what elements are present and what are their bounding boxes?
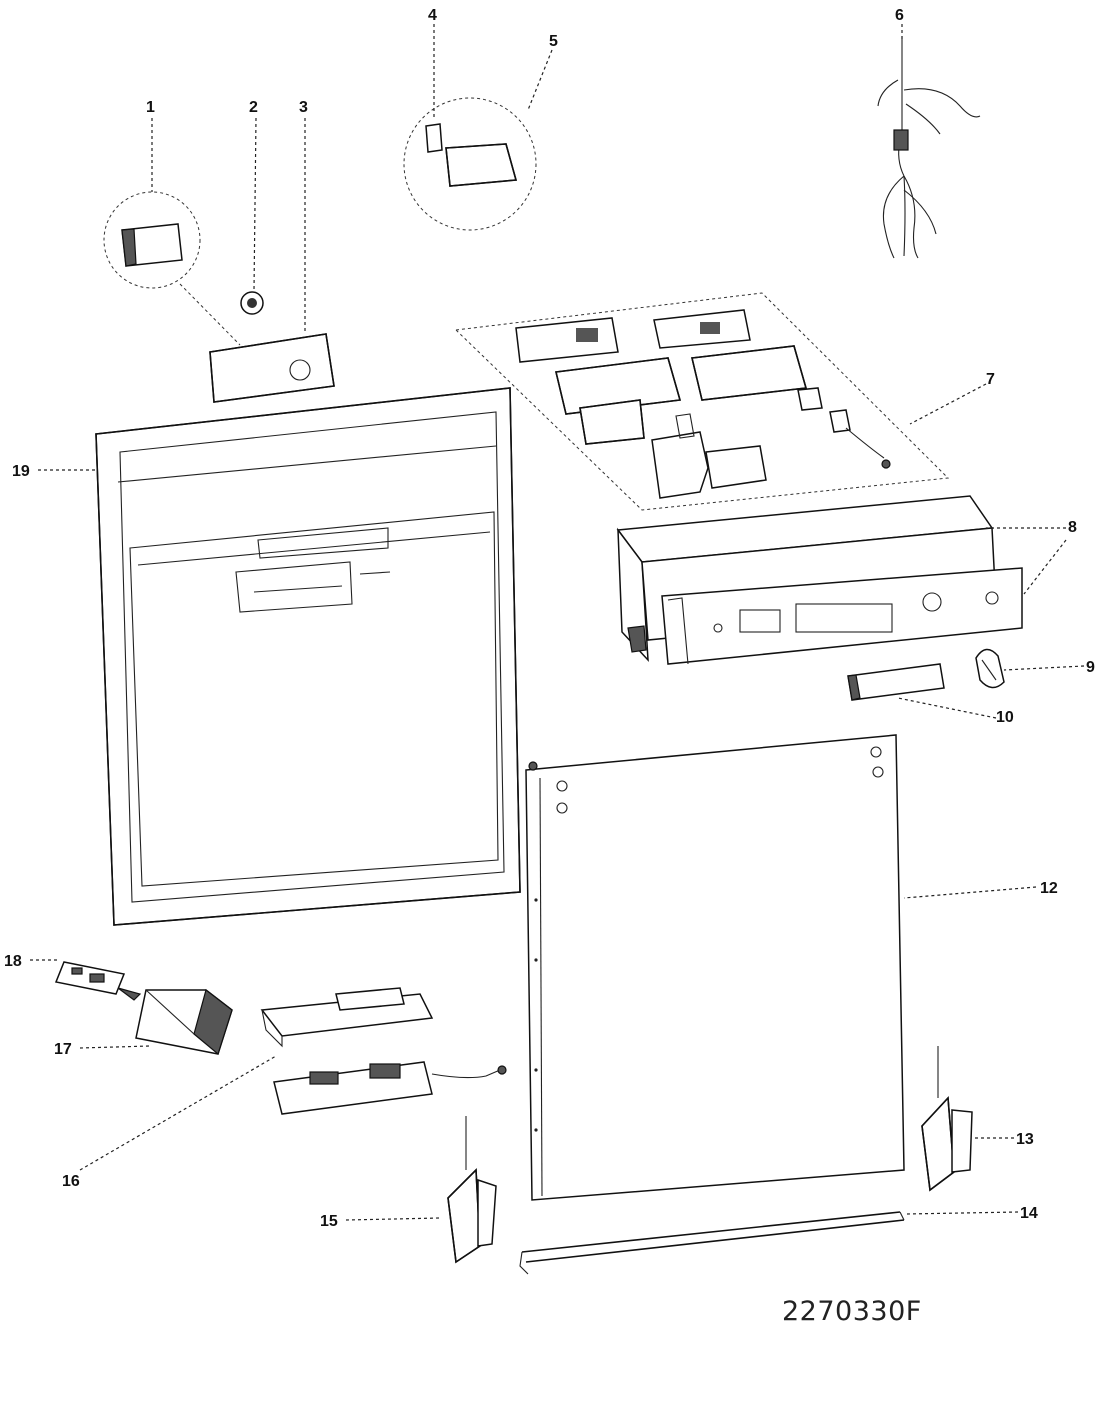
callout-17: 17 [54, 1041, 72, 1058]
callout-12: 12 [1040, 880, 1058, 897]
electronic-card [273, 1061, 507, 1115]
callout-5: 5 [549, 33, 558, 50]
callout-18: 18 [4, 953, 22, 970]
callout-13: 13 [1016, 1131, 1034, 1148]
ring-nut [240, 291, 264, 315]
leader-lines [30, 24, 1085, 1221]
right-hinge [921, 1046, 973, 1192]
drawing-code: 2270330F [782, 1296, 922, 1327]
callout-16: 16 [62, 1173, 80, 1190]
callout-8: 8 [1068, 519, 1077, 536]
knob [975, 648, 1005, 689]
control-board-assembly [454, 292, 950, 511]
callout-10: 10 [996, 709, 1014, 726]
callout-6: 6 [895, 7, 904, 24]
callout-14: 14 [1020, 1205, 1038, 1222]
outer-door-panel [525, 734, 905, 1201]
callout-4: 4 [428, 7, 437, 24]
door-switch-block [209, 333, 335, 403]
dispenser-cover [260, 987, 434, 1048]
latch-detail-circle [403, 97, 537, 231]
callout-15: 15 [320, 1213, 338, 1230]
callout-9: 9 [1086, 659, 1095, 676]
callout-3: 3 [299, 99, 308, 116]
control-panel [616, 495, 1023, 665]
left-hinge [447, 1116, 497, 1264]
callout-2: 2 [249, 99, 258, 116]
dispenser-label [54, 961, 142, 1001]
switch-detail-circle [103, 191, 241, 346]
button-strip [847, 663, 945, 701]
callout-7: 7 [986, 371, 995, 388]
callout-labels: 1 2 3 4 5 6 7 8 9 10 12 13 14 15 16 17 1… [4, 7, 1095, 1230]
callout-19: 19 [12, 463, 30, 480]
inner-door-panel [95, 387, 521, 926]
dispenser-body [135, 988, 233, 1056]
door-rod [519, 1211, 905, 1275]
callout-1: 1 [146, 99, 155, 116]
wiring-harness [877, 36, 981, 259]
